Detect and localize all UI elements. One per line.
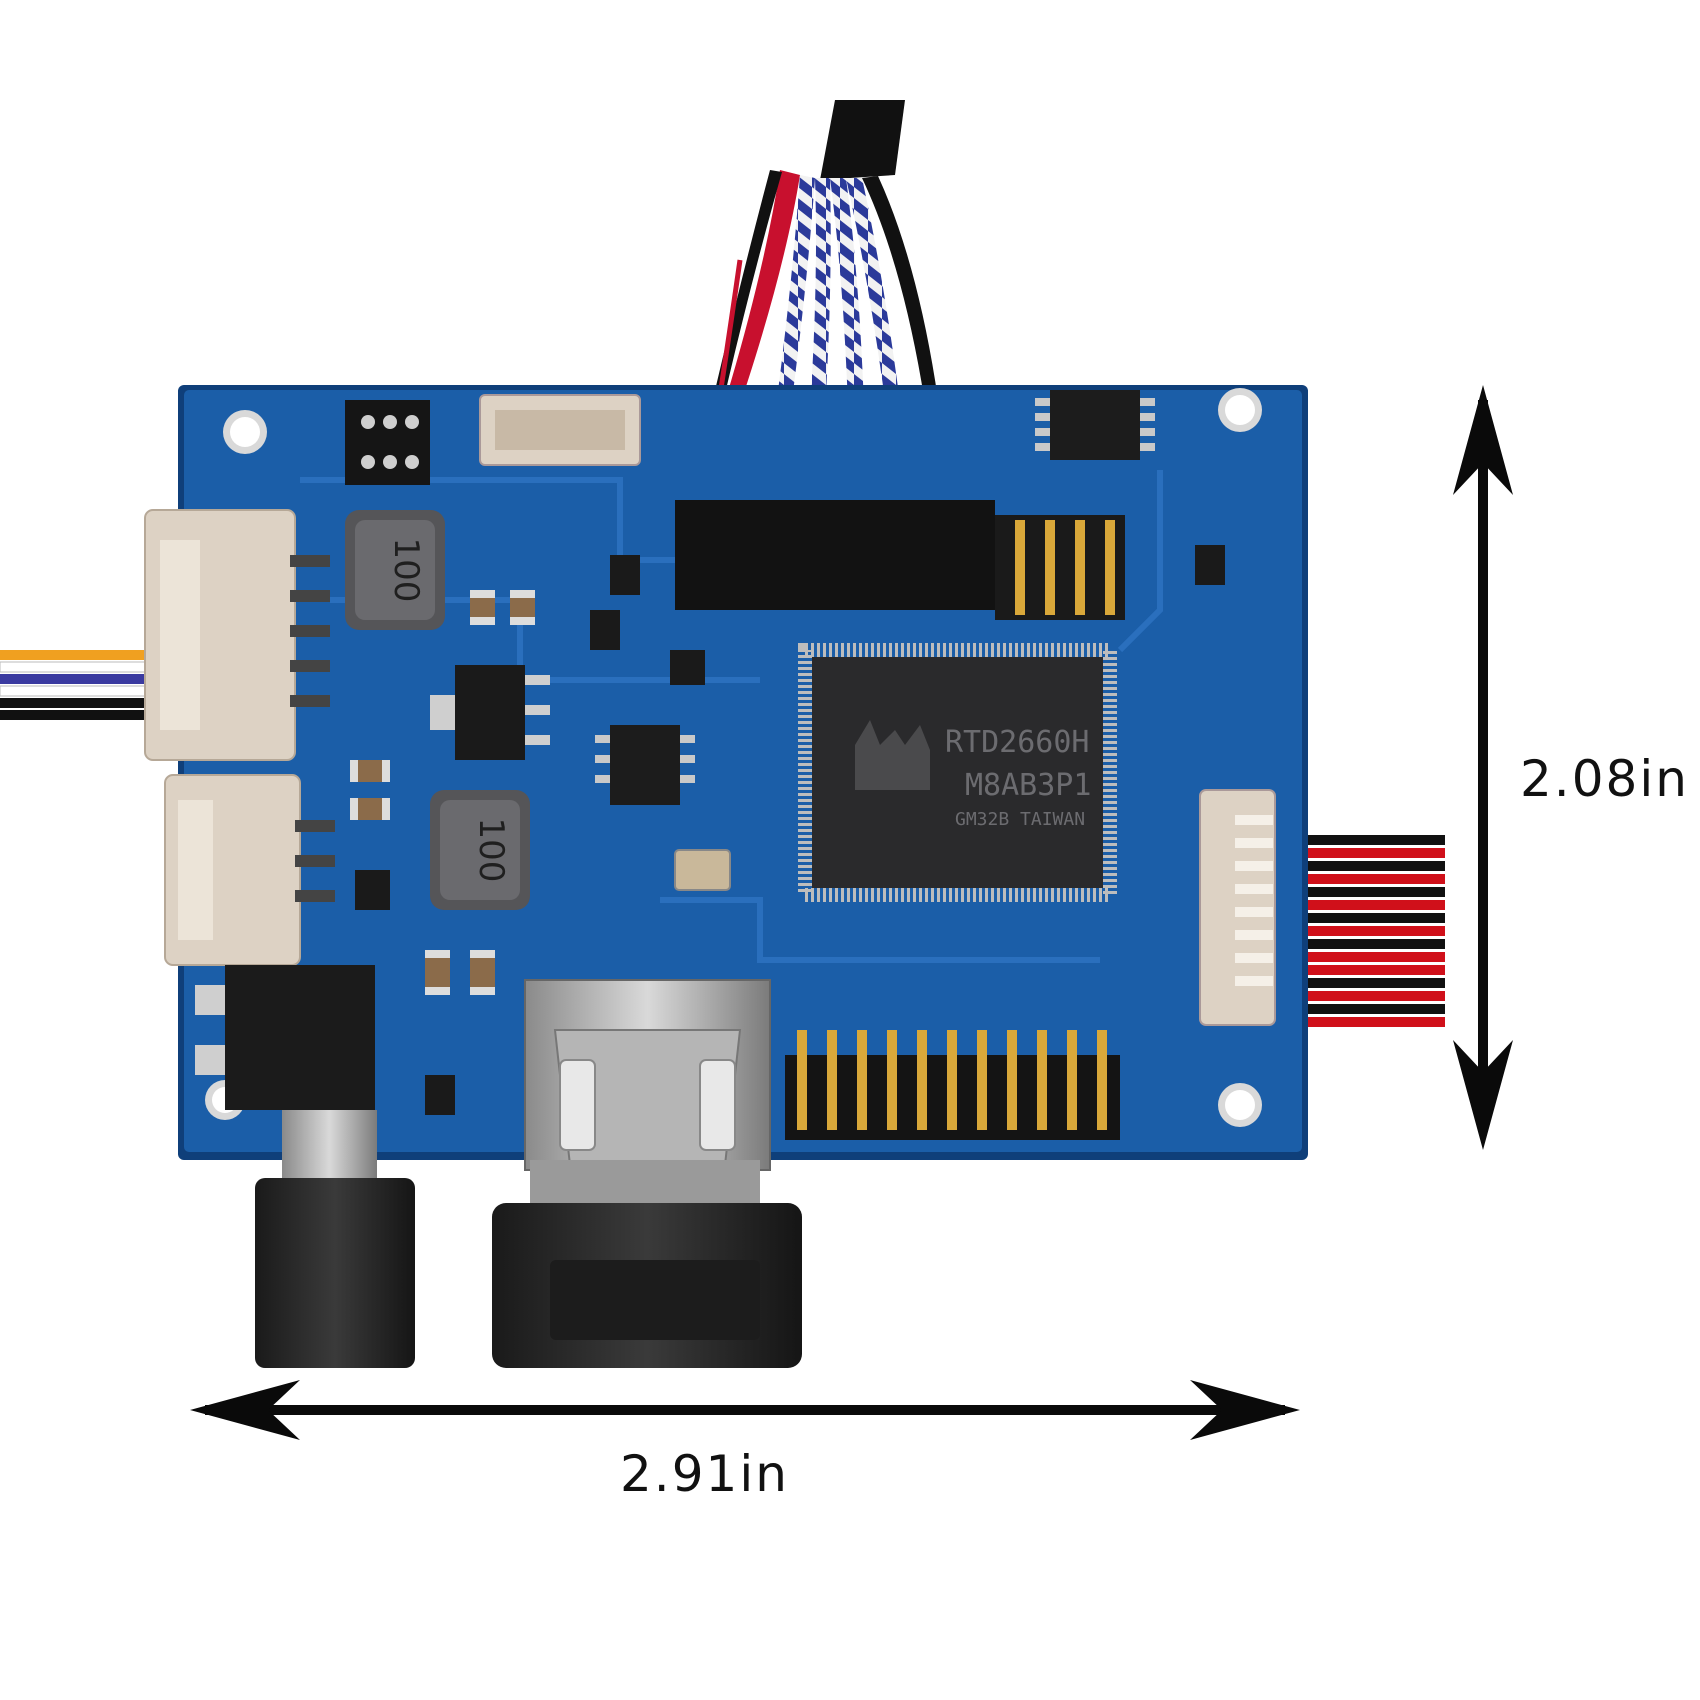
- small-transistor: [610, 555, 640, 595]
- voltage-regulator: [430, 665, 550, 760]
- lvds-header: [675, 500, 1125, 620]
- width-dimension-label: 2.91in: [620, 1445, 789, 1503]
- inductor-top: 100: [345, 510, 445, 630]
- pin-header-small: [345, 400, 430, 485]
- inductor-bottom: 100: [430, 790, 530, 910]
- jst-connector-left-top: [144, 509, 330, 761]
- right-cable: [1270, 835, 1445, 1027]
- height-arrow: [1453, 385, 1513, 1150]
- ic-soic-top: [1035, 390, 1155, 460]
- left-cable: [0, 650, 151, 720]
- chip-origin: GM32B TAIWAN: [955, 809, 1085, 830]
- fpc-connector-right: [1199, 789, 1276, 1026]
- capacitor: [350, 760, 390, 782]
- ic-soic-mid: [595, 725, 695, 805]
- chip-lot-code: M8AB3P1: [965, 768, 1091, 803]
- height-dimension-label: 2.08in: [1520, 750, 1689, 808]
- capacitor: [470, 950, 495, 995]
- hdmi-port: [492, 979, 802, 1368]
- small-transistor: [590, 610, 620, 650]
- mounting-hole: [1218, 1083, 1262, 1127]
- inductor-top-marking: 100: [386, 538, 426, 603]
- chip-part-number: RTD2660H: [945, 725, 1090, 760]
- capacitor: [470, 590, 495, 625]
- jst-connector-top: [479, 394, 641, 466]
- small-transistor: [670, 650, 705, 685]
- dc-power-jack: [195, 965, 415, 1368]
- small-transistor: [425, 1075, 455, 1115]
- small-transistor: [355, 870, 390, 910]
- capacitor: [350, 798, 390, 820]
- jst-connector-left-bottom: [164, 774, 335, 966]
- mounting-hole: [223, 410, 267, 454]
- small-transistor: [1195, 545, 1225, 585]
- inductor-bottom-marking: 100: [471, 818, 511, 883]
- width-arrow: [190, 1380, 1300, 1440]
- main-chip: RTD2660H M8AB3P1 GM32B TAIWAN: [798, 643, 1117, 902]
- pin-header-bottom: [785, 1030, 1120, 1140]
- realtek-logo-icon: [855, 720, 930, 790]
- mounting-hole: [1218, 388, 1262, 432]
- crystal: [674, 849, 731, 891]
- capacitor: [425, 950, 450, 995]
- capacitor: [510, 590, 535, 625]
